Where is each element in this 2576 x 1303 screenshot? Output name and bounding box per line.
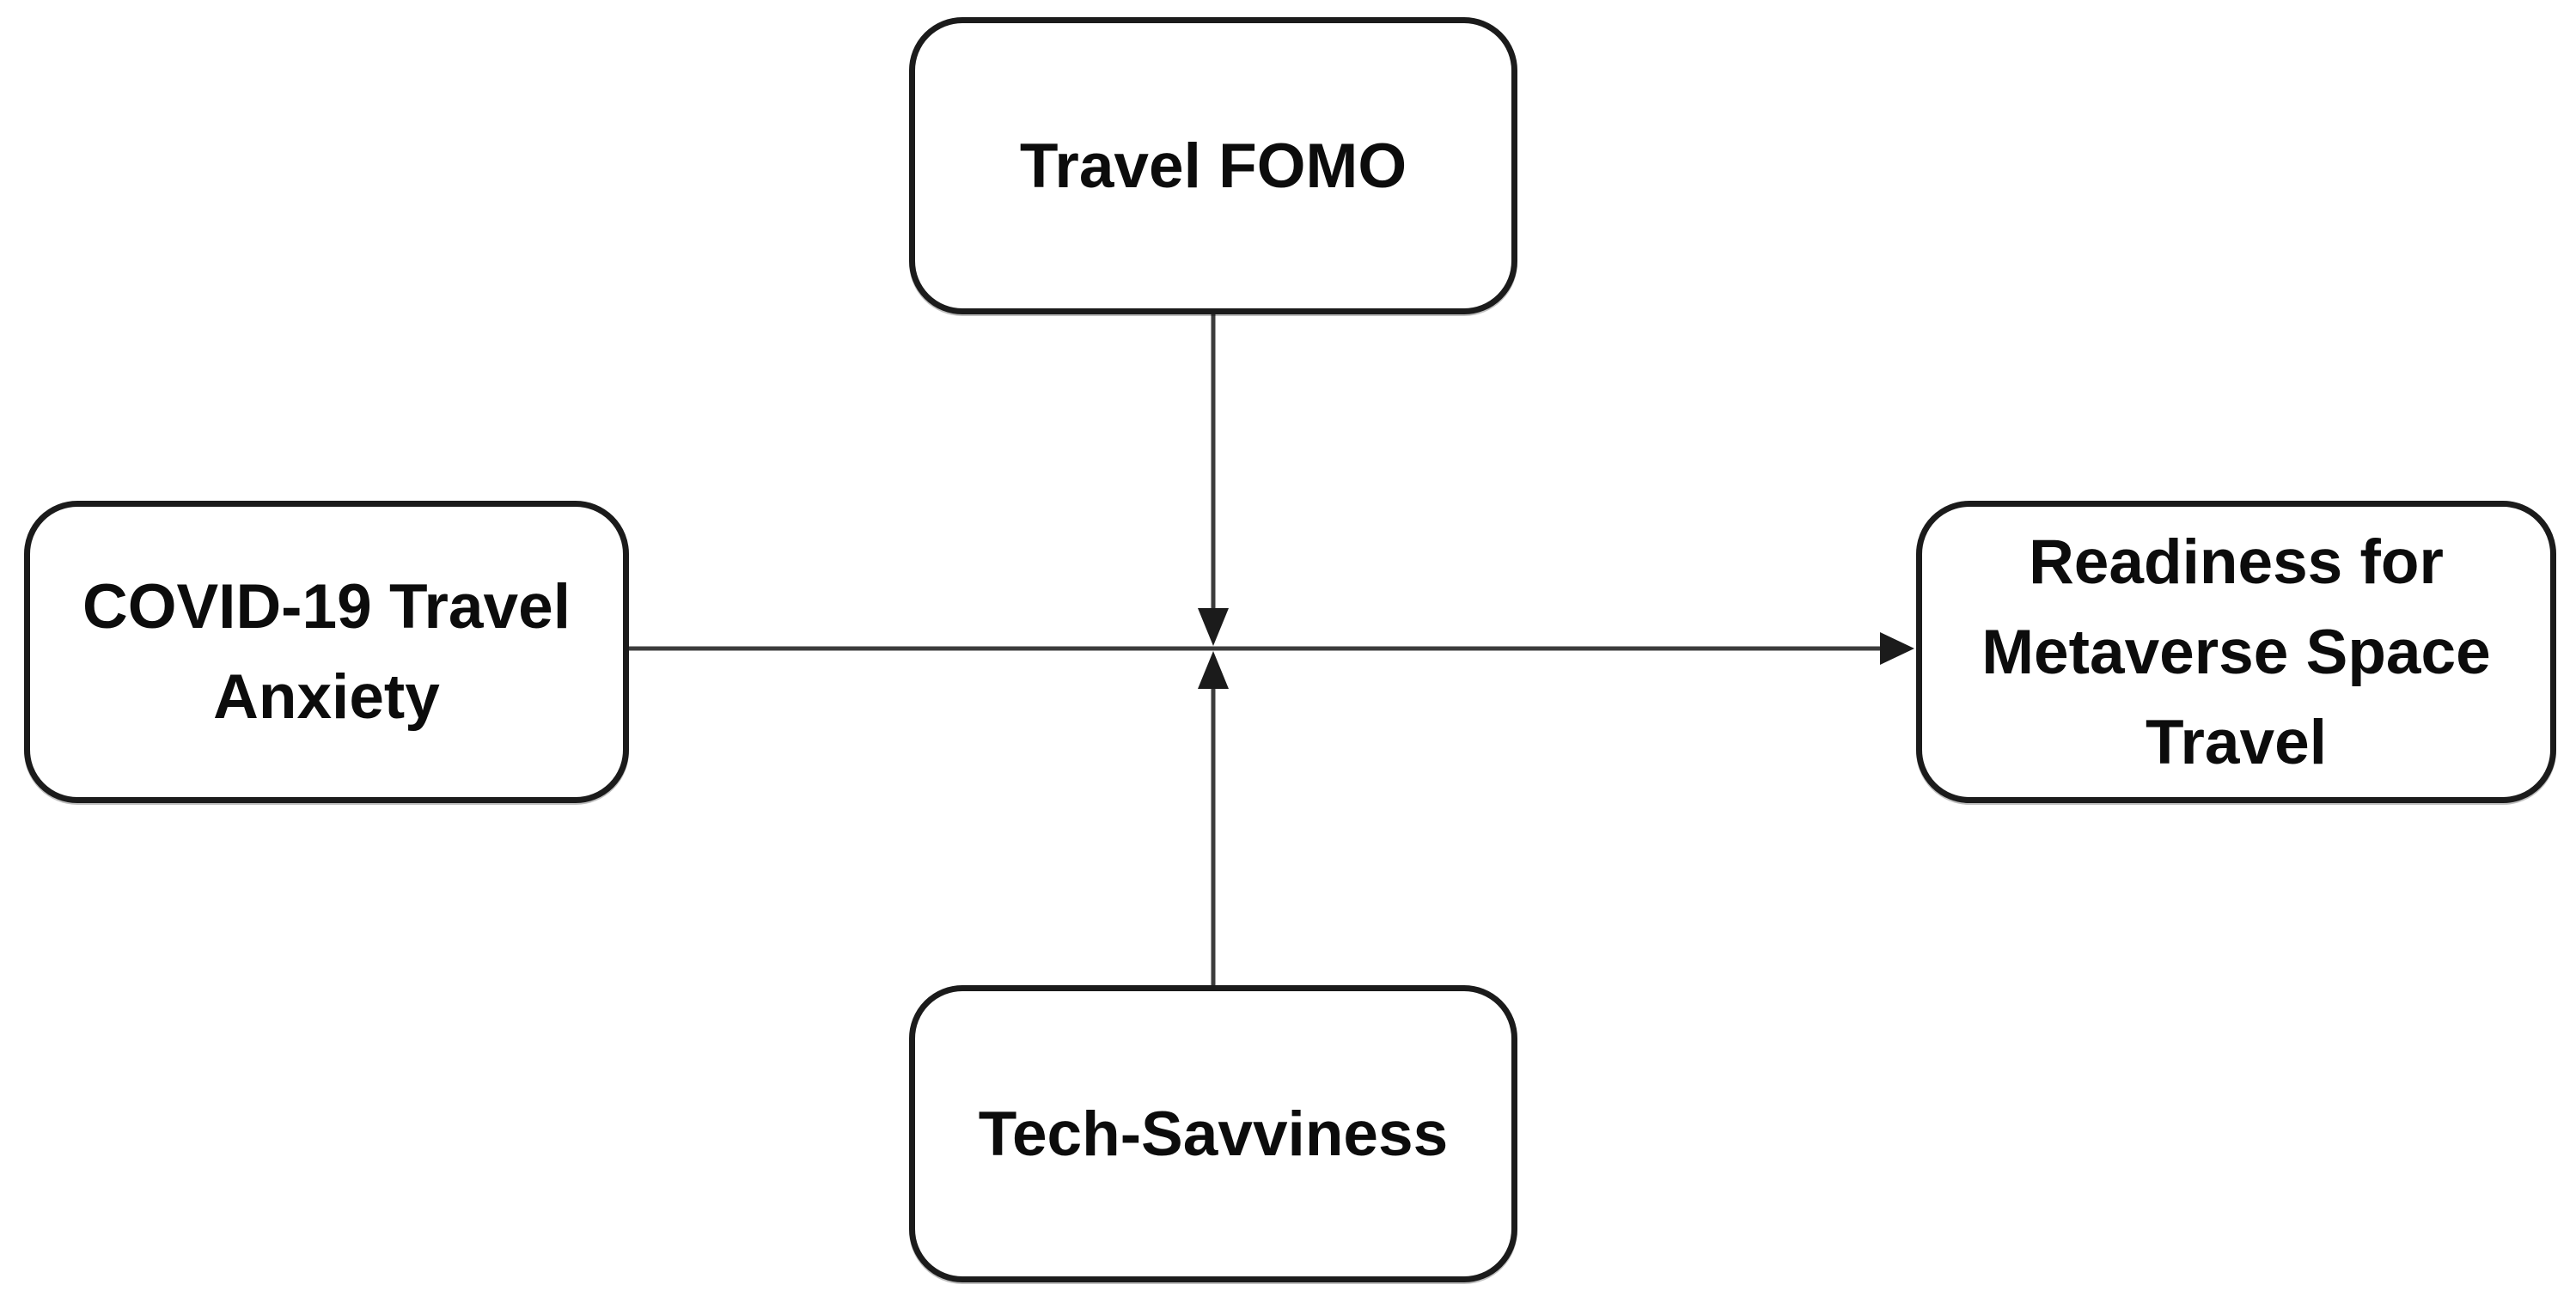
edge-anxiety-to-readiness-arrowhead xyxy=(1880,632,1914,665)
node-covid-travel-anxiety-label: COVID-19 Travel Anxiety xyxy=(82,572,571,732)
edge-fomo-moderation-arrowhead xyxy=(1198,608,1229,646)
node-covid-travel-anxiety: COVID-19 Travel Anxiety xyxy=(24,501,629,803)
node-tech-savviness: Tech-Savviness xyxy=(909,985,1517,1282)
edge-tech-moderation-arrowhead xyxy=(1198,651,1229,689)
node-tech-savviness-label: Tech-Savviness xyxy=(978,1099,1449,1169)
node-readiness-metaverse: Readiness for Metaverse Space Travel xyxy=(1916,501,2556,803)
node-travel-fomo-label: Travel FOMO xyxy=(1019,131,1407,201)
node-readiness-metaverse-label: Readiness for Metaverse Space Travel xyxy=(1981,527,2491,777)
node-travel-fomo: Travel FOMO xyxy=(909,17,1517,314)
